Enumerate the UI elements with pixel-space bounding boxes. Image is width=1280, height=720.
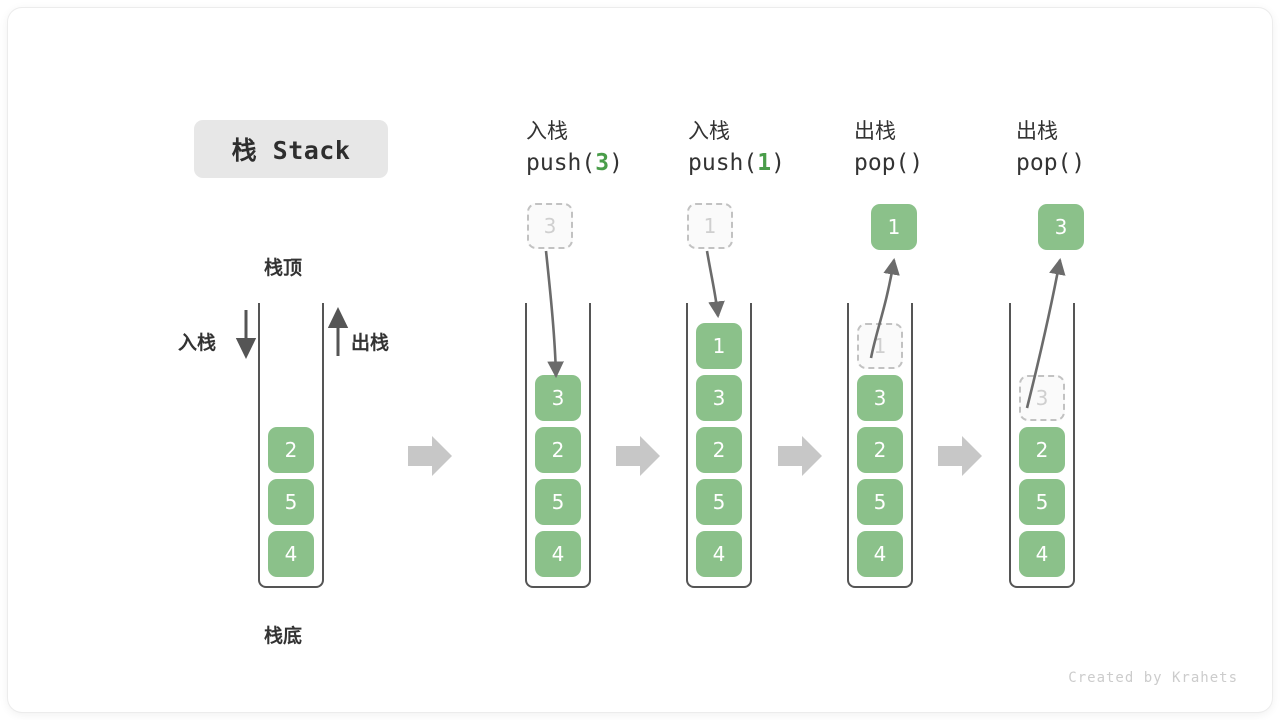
label-stack-top: 栈顶 [264,257,303,279]
column-header-code: pop() [854,146,1034,180]
stack-cell-ghost: 1 [857,323,903,369]
column-header-cn: 入栈 [526,119,568,143]
stack-pop-2: 3 2 5 4 [1009,303,1075,588]
stack-cell: 5 [1019,479,1065,525]
stack-cell: 2 [268,427,314,473]
stack-initial: 2 5 4 [258,303,324,588]
floating-cell-pop-2: 3 [1038,204,1084,250]
column-header-code: pop() [1016,146,1196,180]
step-arrow-icon [938,436,982,476]
stack-push-1: 1 3 2 5 4 [686,303,752,588]
stack-cell: 5 [268,479,314,525]
code-suffix: ) [771,150,785,176]
label-push-direction: 入栈 [178,332,217,354]
code-suffix: ) [909,150,924,176]
floating-cell-push-3: 3 [527,203,573,249]
column-header-cn: 出栈 [1016,119,1058,143]
stack-cell: 3 [535,375,581,421]
floating-cell-push-1: 1 [687,203,733,249]
diagram-title: 栈 Stack [194,120,388,178]
stack-cell: 4 [268,531,314,577]
stack-cell: 2 [535,427,581,473]
step-arrow-icon [408,436,452,476]
step-arrow-icon [616,436,660,476]
stack-cell: 5 [857,479,903,525]
stack-cell: 2 [857,427,903,473]
column-header-pop-1: 出栈 pop() [854,116,1034,180]
stack-push-3: 3 2 5 4 [525,303,591,588]
stack-cell: 5 [535,479,581,525]
code-prefix: pop( [1016,150,1072,176]
column-header-code: push(1) [688,146,868,180]
stack-cell: 4 [857,531,903,577]
floating-cell-pop-1: 1 [871,204,917,250]
stack-cell: 3 [857,375,903,421]
stack-cell-ghost: 3 [1019,375,1065,421]
column-header-push-3: 入栈 push(3) [526,116,706,180]
code-prefix: pop( [854,150,910,176]
stack-cell: 4 [696,531,742,577]
code-arg: 3 [595,150,610,176]
stack-cell: 2 [1019,427,1065,473]
stack-cell: 5 [696,479,742,525]
code-suffix: ) [1071,150,1086,176]
stack-cell: 4 [535,531,581,577]
stack-cell: 1 [696,323,742,369]
code-prefix: push( [688,150,758,176]
diagram-card: 栈 Stack 栈顶 栈底 入栈 出栈 2 5 4 入栈 push(3) 3 3… [8,8,1272,712]
column-header-pop-2: 出栈 pop() [1016,116,1196,180]
code-suffix: ) [609,150,623,176]
column-header-push-1: 入栈 push(1) [688,116,868,180]
label-stack-bottom: 栈底 [264,625,303,647]
stack-cell: 2 [696,427,742,473]
column-header-cn: 入栈 [688,119,730,143]
column-header-cn: 出栈 [854,119,896,143]
code-arg: 1 [757,150,772,176]
arrow-overlay [235,250,1066,476]
stack-pop-1: 1 3 2 5 4 [847,303,913,588]
stack-cell: 3 [696,375,742,421]
code-prefix: push( [526,150,596,176]
stack-cell: 4 [1019,531,1065,577]
watermark: Created by Krahets [1068,670,1238,686]
step-arrow-icon [778,436,822,476]
column-header-code: push(3) [526,146,706,180]
label-pop-direction: 出栈 [351,332,390,354]
